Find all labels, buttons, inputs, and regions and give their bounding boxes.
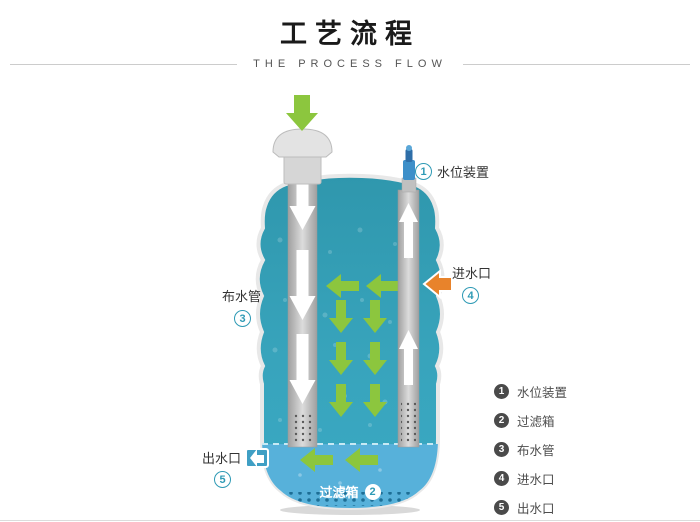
legend-label-3: 布水管 xyxy=(517,444,555,458)
distribution-pipe-number-badge: 3 xyxy=(234,310,251,327)
distribution-pipe-label: 布水管 xyxy=(222,289,262,304)
legend-label-4: 进水口 xyxy=(517,473,555,487)
legend-item-filter-box: 2 过滤箱 xyxy=(494,411,567,430)
outlet-number-badge: 5 xyxy=(214,471,231,488)
bottom-divider xyxy=(0,520,700,521)
legend-badge-4: 4 xyxy=(494,471,509,486)
subtitle-row: THE PROCESS FLOW xyxy=(0,58,700,70)
filter-box-label: 过滤箱 2 xyxy=(300,482,400,501)
page-subtitle: THE PROCESS FLOW xyxy=(253,58,447,70)
legend-label-1: 水位装置 xyxy=(517,386,568,400)
outlet-label: 出水口 xyxy=(202,451,242,466)
subtitle-line-right xyxy=(462,63,690,65)
page-header: 工艺流程 THE PROCESS FLOW xyxy=(0,12,700,70)
legend-item-water-level: 1 水位装置 xyxy=(494,382,567,401)
legend-label-5: 出水口 xyxy=(517,502,555,516)
subtitle-line-left xyxy=(10,63,238,65)
legend-item-outlet: 5 出水口 xyxy=(494,498,567,517)
legend-label-2: 过滤箱 xyxy=(517,415,555,429)
water-level-valve-icon xyxy=(401,145,417,193)
legend-badge-2: 2 xyxy=(494,413,509,428)
filter-box-number-badge: 2 xyxy=(364,483,381,500)
page-title: 工艺流程 xyxy=(280,19,420,49)
pipe-cap xyxy=(272,128,333,158)
inlet-arrow xyxy=(422,268,453,300)
legend-badge-3: 3 xyxy=(494,442,509,457)
outlet-arrow xyxy=(245,448,269,468)
inlet-number-badge: 4 xyxy=(462,287,479,304)
legend-badge-1: 1 xyxy=(494,384,509,399)
legend-item-distribution-pipe: 3 布水管 xyxy=(494,440,567,459)
inlet-label: 进水口 xyxy=(452,266,492,281)
inflow-arrow xyxy=(286,95,318,131)
distribution-pipe xyxy=(272,128,333,448)
riser-pipe xyxy=(397,189,420,448)
filter-box-text: 过滤箱 xyxy=(319,485,359,500)
legend-item-inlet: 4 进水口 xyxy=(494,469,567,488)
legend: 1 水位装置 2 过滤箱 3 布水管 4 进水口 5 出水口 xyxy=(494,382,567,517)
callout-water-level: 1 水位装置 xyxy=(415,162,489,181)
legend-badge-5: 5 xyxy=(494,500,509,515)
water-level-number-badge: 1 xyxy=(415,163,432,180)
water-level-label: 水位装置 xyxy=(437,165,490,180)
